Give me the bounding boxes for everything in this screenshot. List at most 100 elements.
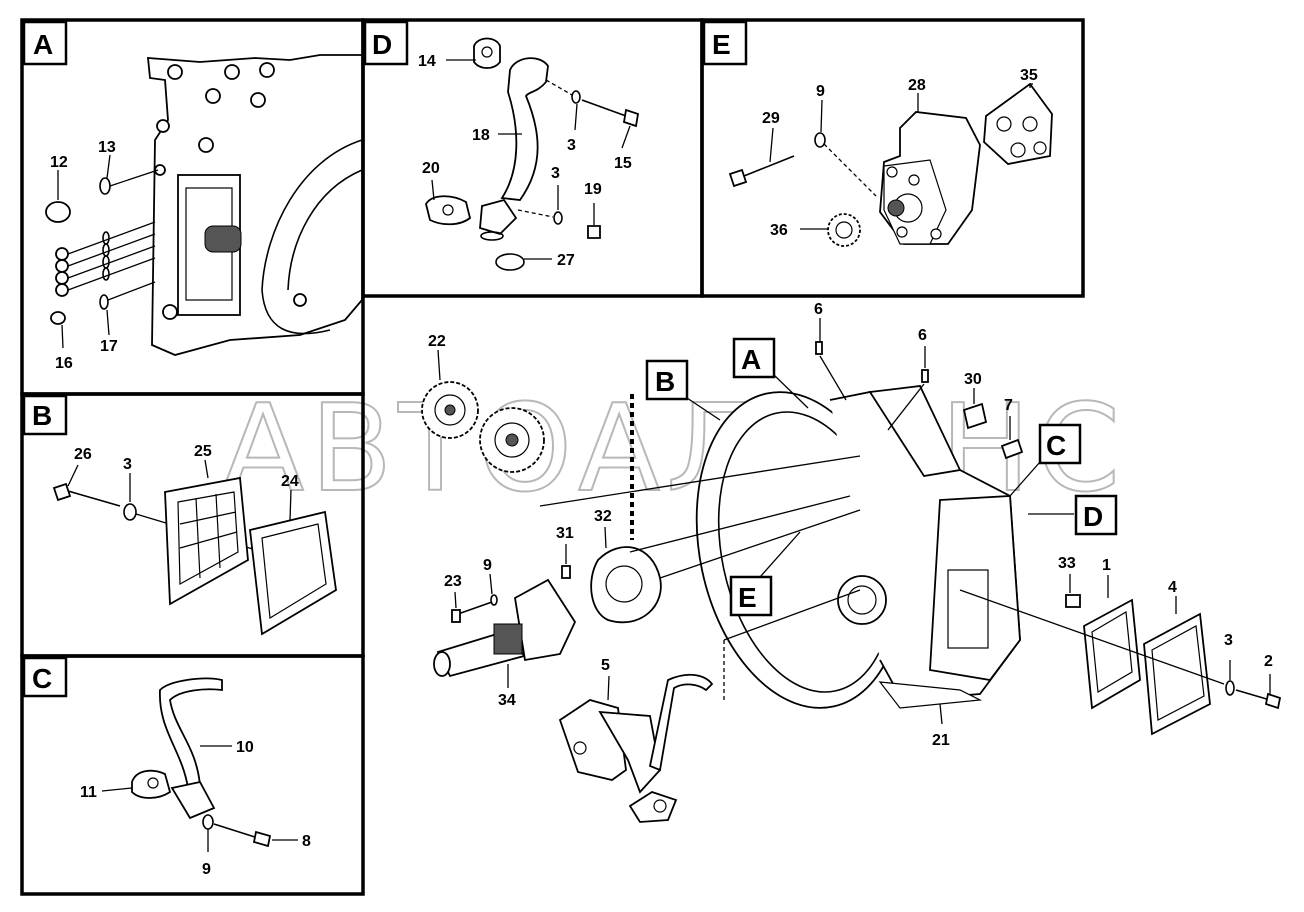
- housing-side-window: [947, 569, 989, 649]
- housing-bolt-4: [205, 88, 221, 104]
- panel-a-badge-label: A: [33, 29, 53, 60]
- callout-36: 36: [770, 222, 788, 239]
- bolt-head-2: [55, 259, 69, 273]
- callout-31: 31: [556, 525, 574, 542]
- callout-4: 4: [1168, 579, 1177, 596]
- main-badge-c: [1038, 423, 1082, 465]
- callout-6a: 6: [814, 301, 823, 318]
- callout-1: 1: [1102, 557, 1111, 574]
- washer-3d-lower: [553, 211, 563, 225]
- callout-12: 12: [50, 154, 68, 171]
- callout-3b: 3: [123, 456, 132, 473]
- pin-31: [561, 565, 571, 579]
- housing-bolt-8: [162, 304, 178, 320]
- bolt-row: [55, 221, 156, 297]
- callout-16: 16: [55, 355, 73, 372]
- panel-e-badge-label: E: [712, 29, 731, 60]
- bolt-head-4: [55, 283, 69, 297]
- callout-24: 24: [281, 473, 299, 490]
- callout-3d-lower: 3: [551, 165, 560, 182]
- ring-13: [99, 177, 111, 195]
- callout-7: 7: [1004, 397, 1013, 414]
- stud-6-b: [921, 369, 929, 383]
- callout-6b: 6: [918, 327, 927, 344]
- pipe-18: [500, 57, 549, 201]
- callout-25: 25: [194, 443, 212, 460]
- callout-32: 32: [594, 508, 612, 525]
- oring-27: [495, 253, 525, 271]
- lever-5-arm: [598, 710, 661, 794]
- port-hole-12: [154, 164, 166, 176]
- housing-bottom: [878, 681, 983, 709]
- stud-6-a: [815, 341, 823, 355]
- callout-3m: 3: [1224, 632, 1233, 649]
- callout-22: 22: [428, 333, 446, 350]
- panel-c-badge-label: C: [32, 663, 52, 694]
- main-badge-d-label: D: [1083, 501, 1103, 532]
- callout-20: 20: [422, 160, 440, 177]
- washer-3: [102, 255, 110, 269]
- housing-bolt-1: [167, 64, 183, 80]
- main-badge-c-label: C: [1046, 430, 1066, 461]
- washer-1: [102, 231, 110, 245]
- panel-c-frame: [20, 654, 365, 896]
- main-badge-a-label: A: [741, 344, 761, 375]
- main-badge-e-label: E: [738, 582, 757, 613]
- callout-14: 14: [418, 53, 436, 70]
- washer-3m: [1225, 680, 1235, 696]
- callout-34: 34: [498, 692, 516, 709]
- washer-4: [102, 267, 110, 281]
- housing-bolt-6: [198, 137, 214, 153]
- alignment-line-2: [629, 495, 851, 553]
- lever-5-foot: [628, 791, 678, 823]
- pipe-18-flange: [479, 198, 518, 236]
- callout-2: 2: [1264, 653, 1273, 670]
- flywheel-rim-inner: [287, 169, 363, 291]
- housing-bolt-2: [224, 64, 240, 80]
- housing-bolt-9: [293, 293, 307, 307]
- callout-8: 8: [302, 833, 311, 850]
- bolt-head-1: [55, 247, 69, 261]
- washer-2: [102, 243, 110, 257]
- main-assembly: A B C D E 6 6 30 7: [421, 301, 1282, 823]
- callout-27: 27: [557, 252, 575, 269]
- callout-5: 5: [601, 657, 610, 674]
- callout-11: 11: [80, 784, 97, 801]
- callout-30: 30: [964, 371, 982, 388]
- callout-23: 23: [444, 573, 462, 590]
- pipe-10-body: [170, 780, 216, 820]
- bolt-8: [252, 830, 272, 848]
- panel-d-badge-label: D: [372, 29, 392, 60]
- washer-9e: [814, 132, 826, 148]
- washer-3d-upper: [571, 90, 581, 104]
- plug-12: [45, 201, 71, 223]
- panel-d-badge: [363, 20, 409, 66]
- flywheel-rim: [261, 139, 363, 335]
- bolt-29: [728, 168, 748, 188]
- panel-e-badge: [702, 20, 748, 66]
- main-badge-d: [1074, 494, 1118, 536]
- bolt-26: [52, 482, 72, 502]
- bolt-head-3: [55, 271, 69, 285]
- plug-33: [1065, 594, 1081, 608]
- panel-b-badge: [22, 394, 68, 436]
- callout-19: 19: [584, 181, 602, 198]
- housing-bolt-7: [156, 119, 170, 133]
- callout-33: 33: [1058, 555, 1076, 572]
- panel-c-badge: [22, 656, 68, 698]
- callout-9c: 9: [202, 861, 211, 878]
- oring-seat: [480, 231, 504, 241]
- callout-10: 10: [236, 739, 254, 756]
- shaft-housing-34: [514, 578, 577, 662]
- washer-9m: [490, 594, 498, 606]
- ring-17: [99, 294, 109, 310]
- shaft-34-end: [433, 651, 451, 677]
- main-badge-e: [729, 575, 773, 617]
- bolt-19: [587, 225, 601, 239]
- panel-b: B 26 3 25 24: [22, 394, 337, 636]
- callout-9m: 9: [483, 557, 492, 574]
- panel-c: C 10 11 9 8: [22, 656, 311, 878]
- callout-35: 35: [1020, 67, 1038, 84]
- panel-a: A 12 13: [22, 20, 363, 372]
